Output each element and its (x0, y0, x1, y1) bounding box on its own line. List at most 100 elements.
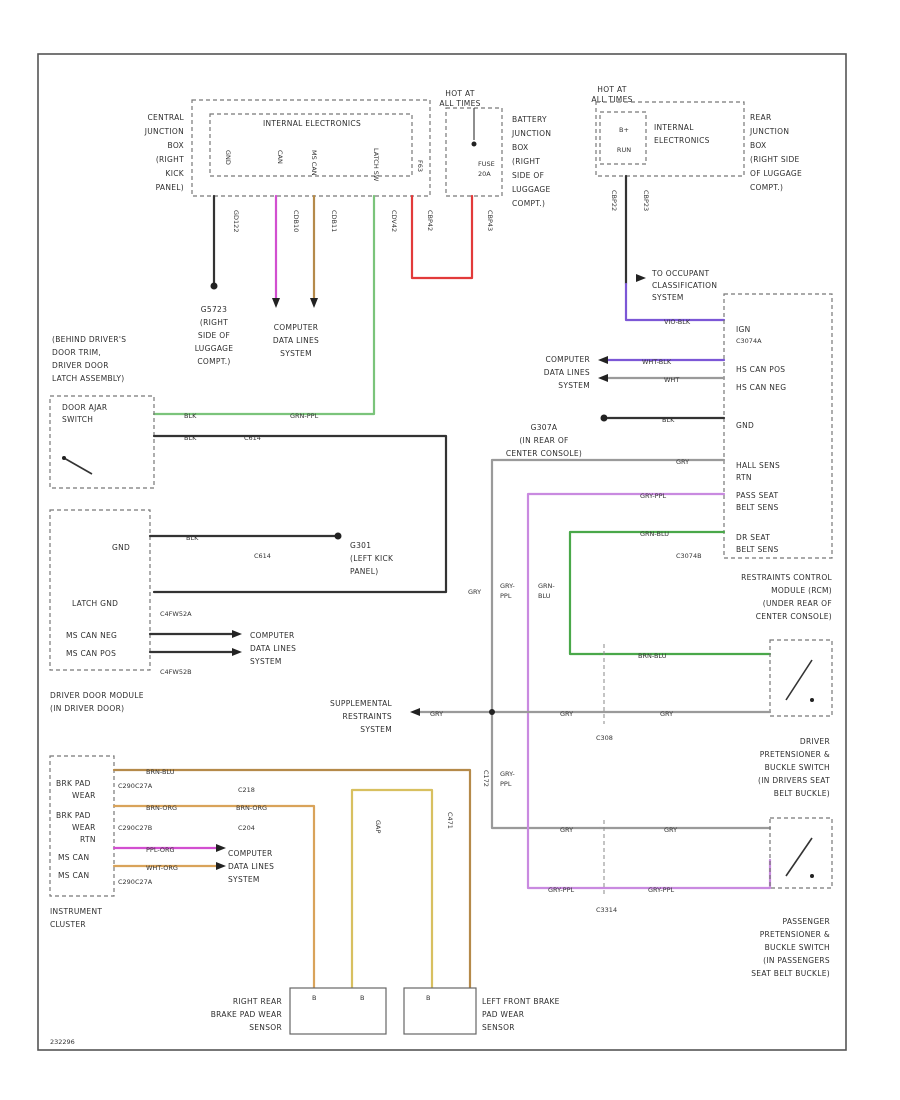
wire-cjb-latch-green (152, 194, 376, 416)
occupant-2: SYSTEM (652, 293, 684, 302)
passenger-switch-pivot (810, 874, 814, 878)
bjb-label-4: SIDE OF (512, 171, 544, 180)
cjb-label-2: BOX (168, 141, 184, 150)
g-center-1: (IN REAR OF (519, 436, 568, 445)
wire-wht-org: WHT-ORG (146, 864, 178, 872)
bjb-label-5: LUGGAGE (512, 185, 551, 194)
rjb-label-4: OF LUGGAGE (750, 169, 802, 178)
driver-pret-0: DRIVER (800, 737, 830, 746)
wire-grn-blu-2: BRN-BLU (638, 652, 667, 660)
wire-hall-gray (490, 458, 726, 830)
wire-fuse-red (410, 194, 474, 280)
arrow-hs-pos (598, 356, 608, 364)
lf-brake-0: LEFT FRONT BRAKE (482, 997, 560, 1006)
comp-data-1-0: COMPUTER (274, 323, 319, 332)
rjb-label-5: COMPT.) (750, 183, 783, 192)
arrow-ic-ms-1 (216, 844, 226, 852)
wire-blk-door-1: BLK (184, 412, 197, 420)
ic-conn-3: C290C27A (118, 878, 153, 886)
conn-c172: C172 (482, 770, 490, 787)
comp-data-1-1: DATA LINES (273, 336, 319, 345)
bjb-label-1: JUNCTION (511, 129, 551, 138)
rjb-int-label-2: ELECTRONICS (654, 136, 710, 145)
ddm-ms-pos: MS CAN POS (66, 649, 116, 658)
rcm-3: CENTER CONSOLE) (756, 612, 832, 621)
rcm-pin-hs-pos: HS CAN POS (736, 365, 785, 374)
rr-sensor-pin-2: B (360, 994, 364, 1002)
rjb-label-3: (RIGHT SIDE (750, 155, 800, 164)
ddm-ms-neg: MS CAN NEG (66, 631, 117, 640)
rcm-2: (UNDER REAR OF (763, 599, 832, 608)
wire-gry-ppl-pass-1: GRY-PPL (548, 886, 575, 894)
comp-data-4-0: COMPUTER (228, 849, 273, 858)
rjb-bplus-box (599, 111, 647, 165)
ground-dot-center (600, 414, 608, 422)
rr-brake-2: SENSOR (249, 1023, 282, 1032)
lf-sensor-pin: B (426, 994, 430, 1002)
ground-dot-left-kick (334, 532, 342, 540)
comp-data-2-0: COMPUTER (250, 631, 295, 640)
wire-blk-door-2: BLK (184, 434, 197, 442)
wire-occupant-violet (624, 282, 726, 322)
g-left-kick-1: (LEFT KICK (350, 554, 394, 563)
wire-blk-rcm: BLK (662, 416, 675, 424)
behind-door-2: DRIVER DOOR (52, 361, 109, 370)
rjb-box (595, 101, 745, 177)
door-switch-pivot (62, 456, 66, 460)
circuit-cdv42: CDV42 (390, 210, 398, 232)
cjb-label-0: CENTRAL (148, 113, 185, 122)
cjb-label-3: (RIGHT (156, 155, 184, 164)
door-ajar-1: SWITCH (62, 415, 93, 424)
arrow-ddm-ms-pos (232, 648, 242, 656)
wire-brk-rtn-orange (112, 804, 316, 992)
wire-grn-blu-vert-0: GRN- (538, 582, 555, 590)
wire-door-black (152, 434, 448, 594)
rcm-0: RESTRAINTS CONTROL (741, 573, 832, 582)
wire-brn-org-ic-2: BRN-ORG (236, 804, 267, 812)
circuit-cbp22: CBP22 (610, 190, 618, 211)
circuit-cbp43: CBP43 (486, 210, 494, 231)
conn-c218: C218 (238, 786, 255, 794)
rjb-label-1: JUNCTION (749, 127, 789, 136)
wire-gry-srs-3: GRY (660, 710, 673, 718)
instrument-cluster-0: INSTRUMENT (50, 907, 102, 916)
wire-gry-ppl: GRY-PPL (640, 492, 667, 500)
g-left-kick-0: G301 (350, 541, 371, 550)
fuse-dot (471, 141, 477, 147)
g-right-0: G5723 (201, 305, 227, 314)
arrow-can-2 (310, 298, 318, 308)
ddm-0: DRIVER DOOR MODULE (50, 691, 144, 700)
srs-1: RESTRAINTS (343, 712, 393, 721)
pass-pret-3: (IN PASSENGERS (763, 956, 830, 965)
door-module-box (49, 509, 151, 671)
comp-data-4-1: DATA LINES (228, 862, 274, 871)
circuit-gd122: GD122 (232, 210, 240, 232)
wire-brn-org-ic: BRN-ORG (146, 804, 177, 812)
conn-c3314: C3314 (596, 906, 617, 914)
cjb-box (191, 99, 431, 197)
ddm-latch-gnd: LATCH GND (72, 599, 118, 608)
wire-pass-belt-purple (526, 492, 726, 890)
g-right-4: COMPT.) (197, 357, 230, 366)
ground-dot-right-side (210, 282, 218, 290)
conn-c614-gnd: C614 (254, 552, 271, 560)
behind-door-1: DOOR TRIM, (52, 348, 101, 357)
g-left-kick-2: PANEL) (350, 567, 378, 576)
hot-at-2-line1: HOT AT (597, 85, 627, 94)
wire-brn-blu-ic: BRN-BLU (146, 768, 175, 776)
driver-pret-2: BUCKLE SWITCH (765, 763, 830, 772)
instrument-cluster-1: CLUSTER (50, 920, 86, 929)
instrument-cluster-box (49, 755, 115, 897)
ic-conn-1: C290C27A (118, 782, 153, 790)
hot-at-2-line2: ALL TIMES (591, 95, 632, 104)
passenger-switch-box (769, 817, 833, 889)
wire-gry-srs-1: GRY (430, 710, 443, 718)
door-ajar-box (49, 395, 155, 489)
rcm-dr-belt-0: DR SEAT (736, 533, 770, 542)
lf-brake-1: PAD WEAR (482, 1010, 524, 1019)
rjb-label-0: REAR (750, 113, 772, 122)
wire-gry-ppl-pass-2: GRY-PPL (648, 886, 675, 894)
wire-gry-vert: GRY (468, 588, 481, 596)
rcm-pass-belt-1: BELT SENS (736, 503, 779, 512)
wire-gry-ppl-vert-1: PPL (500, 592, 512, 600)
